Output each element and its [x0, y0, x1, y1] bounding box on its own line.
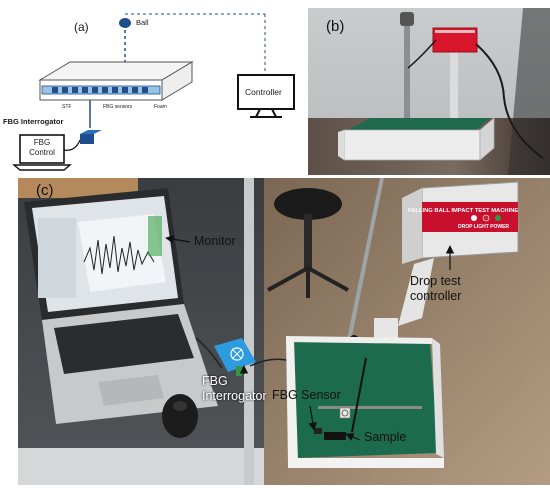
ball-label: Ball [136, 18, 149, 27]
annotation-arrows [165, 235, 455, 441]
machine-button-labels: DROP LIGHT POWER [458, 224, 510, 230]
fbg-interrogator-photo-label: FBG Interrogator [202, 374, 267, 403]
foam-label: Foam [154, 104, 167, 110]
sample-label: Sample [364, 430, 407, 444]
schematic-panel: (a) Ball STF FBG sensors Foam Controller… [0, 0, 305, 178]
fbg-sensor-label: FBG Sensor [272, 388, 341, 402]
stf-label: STF [62, 104, 72, 110]
fbg-control-label: FBG Control [29, 138, 55, 157]
schematic-drawing [12, 13, 295, 171]
controller-label: Controller [245, 87, 282, 97]
machine-title: FALLING BALL IMPACT TEST MACHINE [408, 208, 519, 214]
monitor-label: Monitor [194, 234, 236, 248]
drop-tester-photo: (b) [308, 8, 550, 175]
fbg-interrogator-label: FBG Interrogator [3, 117, 64, 126]
drop-test-controller-label: Drop test controller [410, 274, 462, 303]
lab-setup-photo: FALLING BALL IMPACT TEST MACHINE DROP LI… [18, 178, 550, 485]
fbg-sensors-label: FBG sensors [103, 104, 133, 110]
panel-c-tag: (c) [36, 182, 54, 199]
lab-setup-scene [18, 178, 550, 485]
drop-tester-scene [308, 8, 550, 175]
panel-b-tag: (b) [326, 18, 345, 35]
panel-a-tag: (a) [74, 20, 89, 34]
